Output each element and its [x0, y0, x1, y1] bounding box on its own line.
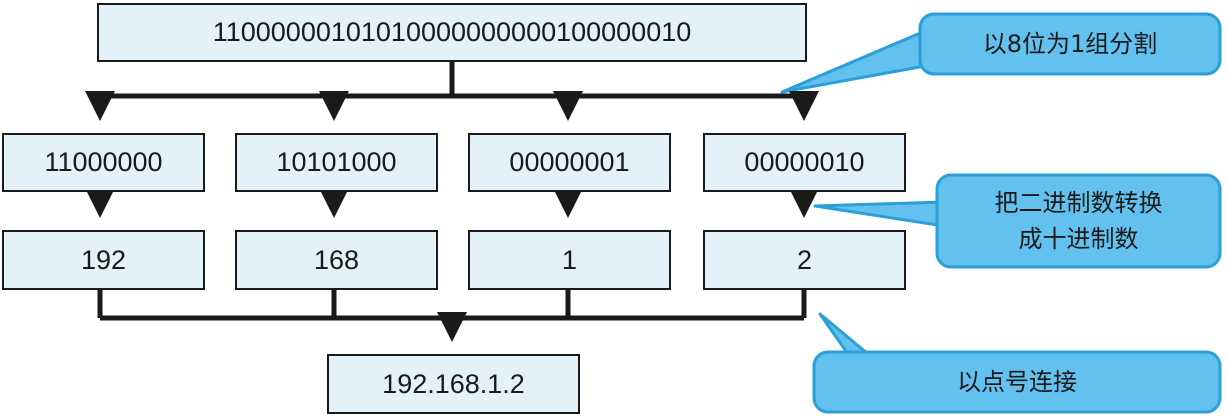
- binary-octet-box: 00000010: [703, 133, 906, 192]
- decimal-octet-text: 192: [80, 244, 127, 275]
- convert-callout: [935, 173, 1222, 269]
- convert-callout-line-1: 把二进制数转换: [994, 189, 1163, 217]
- decimal-octet-text: 168: [313, 244, 360, 275]
- decimal-octet-box: 2: [703, 230, 906, 290]
- binary-octet-text: 00000010: [744, 147, 865, 177]
- binary-address-text: 11000000101010000000000100000010: [212, 17, 692, 47]
- convert-callout-label: 把二进制数转换 成十进制数: [937, 175, 1220, 267]
- binary-octet-text: 10101000: [276, 147, 397, 177]
- binary-octet-box: 11000000: [2, 133, 205, 192]
- decimal-octet-box: 1: [468, 230, 671, 290]
- binary-octet-box: 00000001: [468, 133, 671, 192]
- binary-octet-text: 11000000: [44, 147, 163, 177]
- split-callout: [918, 12, 1222, 76]
- binary-octet-text: 00000001: [509, 147, 630, 177]
- split-callout-text: 以8位为1组分割: [982, 30, 1158, 58]
- split-callout-label: 以8位为1组分割: [920, 14, 1220, 74]
- dotted-address-box: 192.168.1.2: [327, 354, 580, 414]
- decimal-octet-box: 192: [2, 230, 205, 290]
- decimal-octet-box: 168: [235, 230, 438, 290]
- decimal-octet-text: 2: [796, 244, 813, 275]
- join-callout-pointer: [818, 312, 870, 356]
- join-callout-text: 以点号连接: [957, 368, 1077, 396]
- join-callout: [812, 350, 1222, 414]
- convert-callout-pointer: [813, 200, 946, 228]
- decimal-octet-text: 1: [561, 244, 578, 275]
- convert-callout-line-2: 成十进制数: [1018, 225, 1139, 253]
- binary-address-box: 11000000101010000000000100000010: [97, 3, 807, 62]
- binary-octet-box: 10101000: [235, 133, 438, 192]
- dotted-address-text: 192.168.1.2: [382, 368, 525, 399]
- join-callout-label: 以点号连接: [814, 352, 1220, 412]
